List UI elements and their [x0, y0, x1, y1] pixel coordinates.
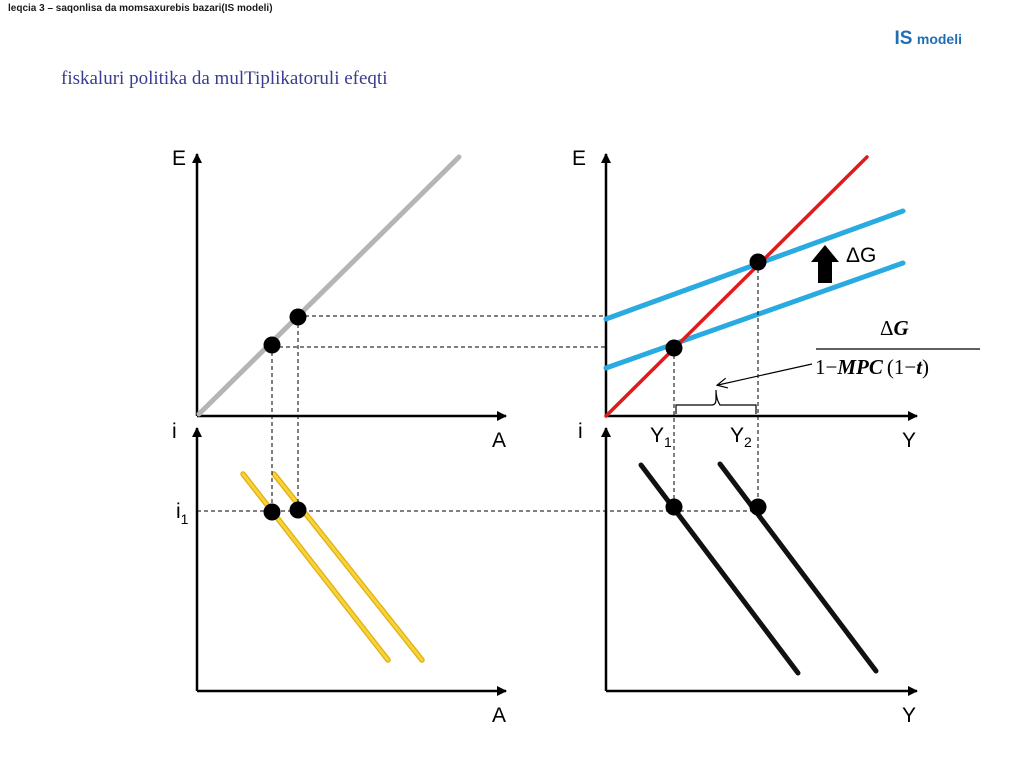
section-label-small: modeli	[916, 31, 962, 47]
svg-text:1−MPC(1−t): 1−MPC(1−t)	[815, 355, 929, 379]
bl-x-axis-label: A	[492, 704, 506, 727]
formula-numerator-g: G	[894, 316, 909, 340]
delta-g-label: ΔG	[846, 244, 876, 267]
point-45-lower	[263, 336, 281, 354]
y2-label-base: Y	[730, 424, 744, 447]
shift-up-arrow-icon	[811, 245, 839, 283]
formula-den-t: t	[916, 355, 923, 379]
formula-den-minus: −	[826, 355, 838, 379]
panel-top-right: E Y ΔG ΔG 1−MPC(1−t) Y1	[572, 147, 980, 452]
panel-bottom-left: i A i1	[172, 420, 507, 727]
section-label-big: IS	[894, 28, 913, 49]
section-label: IS modeli	[894, 28, 962, 50]
is-curve-shifted	[717, 461, 879, 674]
i1-label-sub: 1	[181, 511, 189, 527]
tl-x-axis-label: A	[492, 429, 506, 452]
lecture-title: leqcia 3 – saqonlisa da momsaxurebis baz…	[8, 3, 273, 14]
tr-x-axis-label: Y	[902, 429, 916, 452]
panel-bottom-right: i Y	[578, 420, 918, 727]
investment-line-initial-highlight	[241, 472, 390, 662]
dashed-guides	[197, 262, 759, 512]
guide-45-line	[196, 154, 462, 417]
is-curve-initial	[638, 462, 801, 676]
point-equilibrium-shifted	[749, 253, 767, 271]
slide-title: fiskaluri politika da mulTiplikatoruli e…	[61, 68, 388, 89]
y2-label-sub: 2	[744, 434, 752, 450]
expenditure-line-initial	[603, 260, 906, 371]
br-x-axis-label: Y	[902, 704, 916, 727]
y1-label-base: Y	[650, 424, 664, 447]
point-investment-initial	[263, 503, 281, 521]
tl-y-axis-label: E	[172, 147, 186, 170]
formula-den-mpc: MPC	[836, 355, 884, 379]
equilibrium-45-line	[604, 155, 869, 418]
i1-label-base: i	[176, 500, 181, 523]
tr-y-axis-label: E	[572, 147, 586, 170]
point-is-shifted	[749, 498, 767, 516]
y2-label: Y2	[730, 424, 752, 450]
br-y-axis-label: i	[578, 420, 583, 443]
formula-pointer-arrow	[718, 363, 813, 385]
y1-label-sub: 1	[664, 434, 672, 450]
svg-text:ΔG: ΔG	[880, 316, 909, 340]
formula-den-paren-close: )	[922, 355, 929, 379]
multiplier-formula: ΔG 1−MPC(1−t)	[815, 316, 980, 379]
panel-top-left: E A	[172, 147, 507, 452]
formula-den-paren-minus: −	[904, 355, 916, 379]
formula-den-paren-open: (1	[887, 355, 905, 379]
i1-label: i1	[176, 500, 189, 527]
income-change-brace	[675, 389, 757, 414]
point-45-upper	[289, 308, 307, 326]
point-is-initial	[665, 498, 683, 516]
bl-y-axis-label: i	[172, 420, 177, 443]
formula-numerator-delta: Δ	[880, 316, 894, 340]
y1-label: Y1	[650, 424, 672, 450]
formula-den-one: 1	[815, 355, 826, 379]
point-investment-shifted	[289, 501, 307, 519]
points	[263, 253, 767, 521]
point-equilibrium-initial	[665, 339, 683, 357]
